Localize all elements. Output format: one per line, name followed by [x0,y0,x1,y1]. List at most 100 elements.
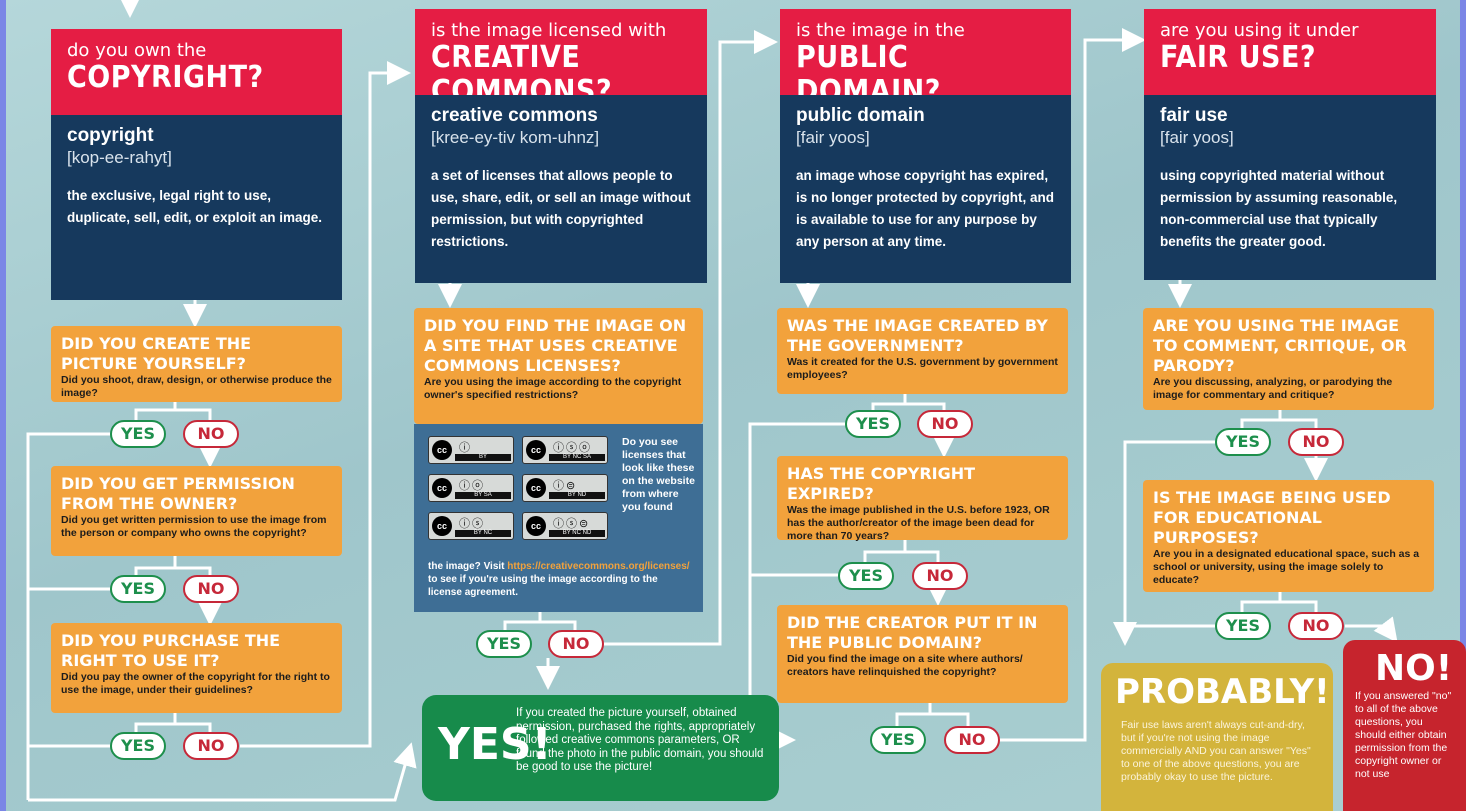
copyright-definition: copyright [kop-ee-rahyt] the exclusive, … [51,115,342,300]
cc-panel-bottom-b: to see if you're using the image accordi… [428,574,658,598]
copyright-term: copyright [67,125,154,146]
yes-pill: YES [1215,428,1271,456]
yes-pill: YES [110,732,166,760]
pd-pronunciation: [fair yoos] [796,128,870,147]
final-yes-title: YES! [438,719,552,770]
copyright-pronunciation: [kop-ee-rahyt] [67,148,172,167]
no-pill: NO [1288,428,1344,456]
cc-logo-icon: cc [526,440,546,460]
cc-license-badge: cc ⓘⓢ⊜BY NC ND [522,512,608,540]
question-create-picture: DID YOU CREATE THE PICTURE YOURSELF? Did… [51,326,342,402]
no-pill: NO [912,562,968,590]
no-pill: NO [183,575,239,603]
creative-commons-header: is the image licensed with CREATIVE COMM… [415,9,707,109]
copyright-header: do you own the COPYRIGHT? [51,29,342,115]
question-subtext: Did you pay the owner of the copyright f… [61,671,330,696]
question-get-permission: DID YOU GET PERMISSION FROM THE OWNER? D… [51,466,342,556]
final-yes-box: YES! If you created the picture yourself… [422,695,779,801]
yes-pill: YES [476,630,532,658]
right-border [1460,0,1466,811]
question-subtext: Did you get written permission to use th… [61,514,327,539]
question-title: WAS THE IMAGE CREATED BY THE GOVERNMENT? [787,316,1048,355]
question-subtext: Was the image published in the U.S. befo… [787,504,1050,542]
question-title: DID YOU PURCHASE THE RIGHT TO USE IT? [61,631,281,670]
public-domain-header: is the image in the PUBLIC DOMAIN? [780,9,1071,109]
cc-panel-side-text: Do you see licenses that look like these… [622,436,695,513]
copyright-definition-text: the exclusive, legal right to use, dupli… [67,188,323,225]
yes-pill: YES [870,726,926,754]
license-symbols-icon: ⓘⓢ⊜ [553,518,591,530]
license-symbols-icon: ⓘⓢⓞ [553,442,592,454]
cc-logo-icon: cc [526,478,546,498]
question-title: DID THE CREATOR PUT IT IN THE PUBLIC DOM… [787,613,1038,652]
cc-header-small: is the image licensed with [431,20,667,41]
cc-pronunciation: [kree-ey-tiv kom-uhnz] [431,128,600,147]
license-code: BY NC ND [549,530,605,537]
question-title: DID YOU FIND THE IMAGE ON A SITE THAT US… [424,316,687,375]
license-code: BY NC SA [549,454,605,461]
no-pill: NO [548,630,604,658]
final-no-title: NO! [1375,648,1453,689]
no-pill: NO [183,732,239,760]
final-yes-text: If you created the picture yourself, obt… [516,707,764,773]
fu-term: fair use [1160,105,1228,126]
probably-title: PROBABLY! [1115,672,1330,712]
question-title: DID YOU GET PERMISSION FROM THE OWNER? [61,474,295,513]
no-pill: NO [1288,612,1344,640]
probably-text: Fair use laws aren't always cut-and-dry,… [1121,719,1311,783]
public-domain-definition: public domain [fair yoos] an image whose… [780,95,1071,283]
question-subtext: Was it created for the U.S. government b… [787,356,1058,381]
cc-logo-icon: cc [432,516,452,536]
question-title: DID YOU CREATE THE PICTURE YOURSELF? [61,334,252,373]
cc-definition-text: a set of licenses that allows people to … [431,168,691,249]
fair-use-header: are you using it under FAIR USE? [1144,9,1436,95]
copyright-header-small: do you own the [67,40,207,61]
question-copyright-expired: HAS THE COPYRIGHT EXPIRED? Was the image… [777,456,1068,542]
cc-logo-icon: cc [526,516,546,536]
cc-panel-bottom: the image? Visit https://creativecommons… [428,560,693,599]
pd-header-small: is the image in the [796,20,965,41]
fu-header-small: are you using it under [1160,20,1359,41]
question-title: HAS THE COPYRIGHT EXPIRED? [787,464,976,503]
yes-pill: YES [1215,612,1271,640]
question-subtext: Are you using the image according to the… [424,376,682,401]
question-title: IS THE IMAGE BEING USED FOR EDUCATIONAL … [1153,488,1391,547]
license-symbols-icon: ⓘ⊜ [553,480,578,492]
pd-definition-text: an image whose copyright has expired, is… [796,168,1055,249]
yes-pill: YES [845,410,901,438]
fu-pronunciation: [fair yoos] [1160,128,1234,147]
no-pill: NO [183,420,239,448]
question-cc-site: DID YOU FIND THE IMAGE ON A SITE THAT US… [414,308,703,424]
left-border [0,0,6,811]
question-subtext: Are you in a designated educational spac… [1153,548,1420,586]
license-symbols-icon: ⓘⓞ [459,480,485,492]
fair-use-definition: fair use [fair yoos] using copyrighted m… [1144,95,1436,280]
question-creator-public-domain: DID THE CREATOR PUT IT IN THE PUBLIC DOM… [777,605,1068,703]
license-code: BY SA [455,492,511,499]
yes-pill: YES [838,562,894,590]
question-subtext: Did you shoot, draw, design, or otherwis… [61,374,332,399]
question-title: ARE YOU USING THE IMAGE TO COMMENT, CRIT… [1153,316,1407,375]
cc-logo-icon: cc [432,440,452,460]
cc-licenses-link[interactable]: https://creativecommons.org/licenses/ [507,561,690,572]
probably-box: PROBABLY! Fair use laws aren't always cu… [1101,663,1333,811]
question-subtext: Are you discussing, analyzing, or parody… [1153,376,1393,401]
cc-logo-icon: cc [432,478,452,498]
license-code: BY NC [455,530,511,537]
cc-panel-bottom-a: the image? Visit [428,561,505,572]
license-symbols-icon: ⓘ [459,442,472,454]
question-educational: IS THE IMAGE BEING USED FOR EDUCATIONAL … [1143,480,1434,592]
yes-pill: YES [110,420,166,448]
question-comment-parody: ARE YOU USING THE IMAGE TO COMMENT, CRIT… [1143,308,1434,410]
question-purchase-right: DID YOU PURCHASE THE RIGHT TO USE IT? Di… [51,623,342,713]
creative-commons-definition: creative commons [kree-ey-tiv kom-uhnz] … [415,95,707,283]
pd-term: public domain [796,105,925,126]
cc-term: creative commons [431,105,598,126]
